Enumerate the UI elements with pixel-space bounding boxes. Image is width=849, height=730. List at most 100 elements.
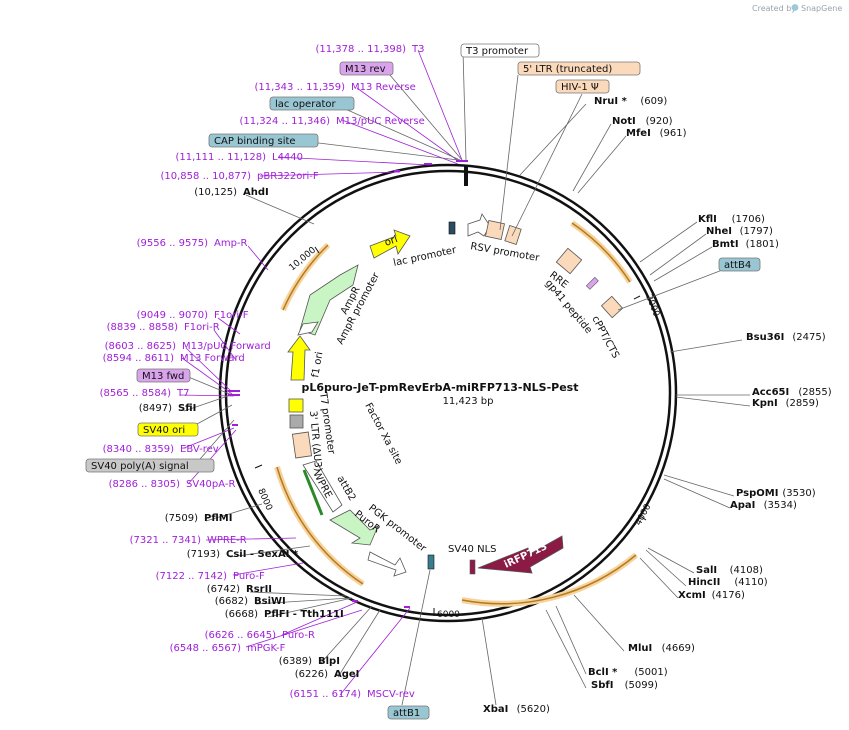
primer-name: M13 Forward [180, 353, 245, 364]
primer-position: (8594 .. 8611) [103, 353, 175, 364]
primer-position: (6626 .. 6645) [205, 630, 277, 641]
ori-arrow [369, 229, 411, 259]
site-name: NheI [706, 226, 732, 237]
primer-f1ori-r: (8839 .. 8858)F1ori-R [107, 322, 220, 333]
feature-label: M13 rev [345, 64, 386, 75]
site-position: (4669) [662, 643, 695, 654]
inner-label-factor-xa: Factor Xa site [362, 401, 404, 466]
ltr-5-box [485, 220, 505, 240]
f1-ori-arrow [287, 335, 311, 381]
primer-position: (9556 .. 9575) [137, 238, 209, 249]
site-name: PflFI - Tth111I [264, 609, 344, 620]
site-position: (6742) [207, 584, 240, 595]
site-name: NotI [612, 116, 636, 127]
site-name: SalI [696, 565, 717, 576]
feature-label: T3 promoter [465, 46, 529, 57]
site-position: (1801) [746, 239, 779, 250]
site-position: (2859) [786, 398, 819, 409]
primer-m13-forward: (8594 .. 8611) M13 Forward [103, 353, 245, 364]
ampr-promoter-arrow [297, 321, 319, 336]
pgk-promoter-arrow [367, 551, 407, 577]
feature-sv40-poly-a-signal: SV40 poly(A) signal [85, 458, 215, 473]
site-kfli: KflI(1706) [698, 214, 765, 225]
primer-name: M13 Reverse [351, 82, 416, 93]
primer-wpre-r: (7321 .. 7341)WPRE-R [130, 535, 247, 546]
site-pflmi: (7509) PflMI [165, 513, 233, 524]
primer-position: (10,858 .. 10,877) [161, 171, 252, 182]
hiv-psi-box [504, 225, 522, 245]
tick-label-6000: 6000 [437, 610, 460, 620]
primer-name: EBV-rev [180, 444, 219, 455]
feature-m13-fwd: M13 fwd [136, 368, 191, 383]
site-position: (4110) [734, 577, 767, 588]
primer-position: (8603 .. 8625) [105, 341, 177, 352]
brand-name: SnapGene [801, 4, 842, 13]
primer-position: (11,324 .. 11,346) [240, 116, 331, 127]
primer-labels: (11,378 .. 11,398)T3(11,343 .. 11,359)M1… [100, 44, 425, 700]
site-nhei: NheI (1797) [706, 226, 773, 237]
sv40-ori-box [288, 398, 304, 413]
primer-position: (11,111 .. 11,128) [176, 152, 267, 163]
primer-position: (8340 .. 8359) [103, 444, 175, 455]
primer-t7: (8565 .. 8584)T7 [100, 388, 190, 399]
sv40-nls-box [469, 559, 476, 575]
site-position: (4176) [712, 590, 745, 601]
feature-label: M13 fwd [142, 371, 184, 382]
site-bsiwi: (6682) BsiWI [215, 596, 286, 607]
site-hincii: HincII (4110) [688, 577, 768, 588]
inner-label-ltr3: 3' LTR (ΔU3) [307, 410, 323, 472]
feature-label: lac operator [275, 99, 336, 110]
site-position: (2475) [792, 332, 825, 343]
site-name: KpnI [752, 398, 778, 409]
site-name: SfiI [178, 403, 196, 414]
irfp713-arrow [477, 535, 564, 574]
site-position: (1797) [740, 226, 773, 237]
site-name: Bsu36I [746, 332, 784, 343]
primer-name: Puro-F [233, 571, 265, 582]
ampr-arrow [299, 264, 359, 336]
site-name: HincII [688, 577, 720, 588]
primer-position: (11,343 .. 11,359) [255, 82, 346, 93]
rre-box [555, 247, 583, 275]
primer-l4440: (11,111 .. 11,128)L4440 [176, 152, 304, 163]
primer-name: mPGK-F [247, 643, 286, 654]
site-name: SbfI [591, 680, 613, 691]
primer-name: F1ori-R [184, 322, 220, 333]
site-position: (6682) [215, 596, 248, 607]
site-bmti: BmtI(1801) [712, 239, 779, 250]
attb1-marker [427, 554, 435, 570]
snapgene-logo-icon [791, 4, 799, 11]
site-agei: (6226)AgeI [295, 669, 360, 680]
primer-position: (7321 .. 7341) [130, 535, 202, 546]
site-nrui: NruI *(609) [594, 96, 667, 107]
primer-position: (9049 .. 9070) [137, 310, 209, 321]
inner-label-ori: ori [383, 234, 399, 249]
site-name: BsiWI [254, 596, 286, 607]
site-sfii: (8497)SfiI [139, 403, 197, 414]
site-apai: ApaI(3534) [730, 500, 797, 511]
primer-name: F1ori-F [214, 310, 249, 321]
site-name: MfeI [626, 128, 651, 139]
site-name: AgeI [334, 669, 359, 680]
gp41-box [585, 276, 599, 290]
primer-m13-puc-reverse: (11,324 .. 11,346)M13/pUC Reverse [240, 116, 425, 127]
site-name: RsrII [246, 584, 272, 595]
primer-name: Puro-R [282, 630, 315, 641]
inner-label-gp41: gp41 peptide [543, 278, 594, 336]
site-position: (10,125) [194, 187, 237, 198]
cppt-box [600, 295, 624, 319]
restriction-site-labels: NruI *(609)NotI(920)MfeI(961)KflI(1706)N… [139, 96, 832, 715]
site-position: (7509) [165, 513, 198, 524]
connector-lines [179, 49, 751, 706]
site-name: PflMI [204, 513, 232, 524]
site-acc65i: Acc65I(2855) [752, 387, 832, 398]
site-position: (5001) [634, 667, 667, 678]
site-position: (6668) [225, 609, 258, 620]
site-pspomi: PspOMI(3530) [736, 488, 816, 499]
primer-mpgk-f: (6548 .. 6567)mPGK-F [170, 643, 286, 654]
site-position: (961) [660, 128, 687, 139]
primer-mscv-rev: (6151 .. 6174)MSCV-rev [290, 689, 415, 700]
site-name: KflI [698, 214, 717, 225]
site-pflfi: (6668) PflFI - Tth111I [225, 609, 344, 620]
